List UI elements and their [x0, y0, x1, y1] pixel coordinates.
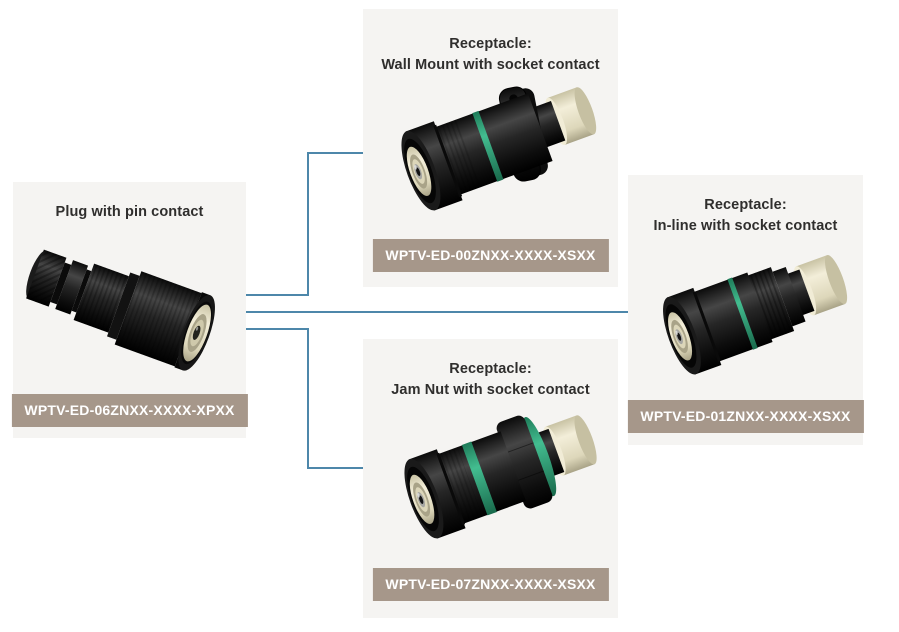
card-receptacle-jam-nut: Receptacle: Jam Nut with socket contact — [363, 339, 618, 618]
card-title-line: Receptacle: — [704, 197, 787, 213]
card-title: Plug with pin contact — [13, 202, 246, 223]
card-title-line: Plug with pin contact — [55, 204, 204, 220]
plug-connector-image — [26, 249, 215, 371]
connector-line-plug-to-wall-mount — [246, 152, 363, 296]
part-number-label: WPTV-ED-07ZNXX-XXXX-XSXX — [372, 568, 609, 601]
card-receptacle-in-line: Receptacle: In-line with socket contact — [627, 175, 864, 445]
card-title-line: Jam Nut with socket contact — [391, 382, 590, 398]
card-title-line: In-line with socket contact — [653, 218, 838, 234]
card-title-line: Receptacle: — [449, 36, 532, 52]
receptacle-in-line-image — [663, 255, 848, 375]
card-title: Receptacle: Wall Mount with socket conta… — [363, 34, 618, 76]
receptacle-jam-nut-image — [404, 415, 597, 539]
part-number-label: WPTV-ED-01ZNXX-XXXX-XSXX — [627, 400, 864, 433]
card-title: Receptacle: Jam Nut with socket contact — [363, 359, 618, 401]
card-plug: Plug with pin contact — [11, 182, 248, 438]
card-title-line: Wall Mount with socket contact — [381, 57, 600, 73]
card-title: Receptacle: In-line with socket contact — [628, 195, 863, 237]
receptacle-wall-mount-image — [401, 86, 597, 211]
card-title-line: Receptacle: — [449, 361, 532, 377]
part-number-label: WPTV-ED-06ZNXX-XXXX-XPXX — [11, 394, 248, 427]
part-number-label: WPTV-ED-00ZNXX-XXXX-XSXX — [372, 239, 609, 272]
card-receptacle-wall-mount: Receptacle: Wall Mount with socket conta… — [363, 9, 618, 287]
connector-line-plug-to-jam-nut — [246, 328, 363, 469]
